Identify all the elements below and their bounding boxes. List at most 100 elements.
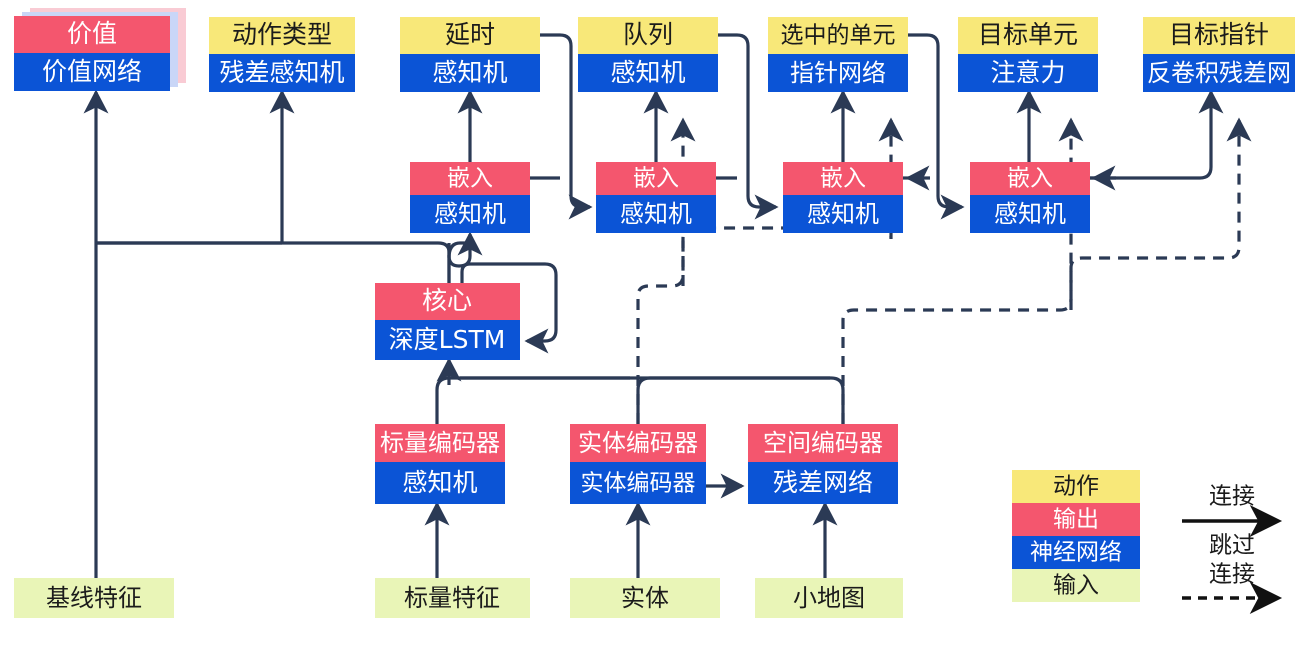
node-embed-4-bottom-band bbox=[970, 195, 1090, 233]
node-spatial-encoder-bottom-label: 残差网络 bbox=[773, 468, 873, 497]
input-scalar-features[interactable]: 标量特征 bbox=[375, 578, 530, 618]
node-embed-2-bottom-label: 感知机 bbox=[620, 200, 692, 228]
node-embed-1-bottom-label: 感知机 bbox=[434, 200, 506, 228]
node-entity-encoder-bottom-band bbox=[570, 462, 706, 504]
node-action-type-top-label: 动作类型 bbox=[232, 20, 332, 49]
edge-scalarenc-bus bbox=[435, 376, 630, 424]
node-entity-encoder-top-label: 实体编码器 bbox=[578, 429, 698, 457]
legend-label-output: 输出 bbox=[1053, 507, 1099, 533]
node-embed-3[interactable]: 嵌入 感知机 bbox=[783, 162, 903, 233]
node-selected-units[interactable]: 选中的单元 指针网络 bbox=[768, 17, 908, 92]
node-value-top-band bbox=[14, 16, 170, 53]
edge-bus-to-embed1 bbox=[447, 231, 483, 268]
node-queue-top-label: 队列 bbox=[623, 20, 673, 49]
edge-delay-to-embed2 bbox=[540, 33, 593, 220]
node-target-pointer-top-label: 目标指针 bbox=[1169, 20, 1269, 49]
node-embed-2-bottom-band bbox=[596, 195, 716, 233]
legend-edge-skip-label-2: 连接 bbox=[1209, 562, 1255, 588]
input-entities-label: 实体 bbox=[621, 584, 669, 612]
node-spatial-encoder[interactable]: 空间编码器 残差网络 bbox=[748, 424, 898, 504]
node-value-top-label: 价值 bbox=[67, 19, 117, 48]
node-target-unit-top-band bbox=[958, 17, 1098, 54]
legend-edge-skip-label-1: 跳过 bbox=[1209, 533, 1255, 559]
node-core[interactable]: 核心 深度LSTM bbox=[375, 283, 520, 360]
node-target-unit-bottom-band bbox=[958, 54, 1098, 92]
node-embed-1-top-label: 嵌入 bbox=[447, 166, 493, 192]
legend-edge-connect-label: 连接 bbox=[1209, 484, 1255, 510]
node-queue-top-band bbox=[578, 17, 718, 54]
node-value[interactable]: 价值 价值网络 bbox=[14, 8, 186, 91]
node-embed-1[interactable]: 嵌入 感知机 bbox=[410, 162, 530, 233]
node-selected-units-top-label: 选中的单元 bbox=[781, 23, 896, 49]
node-target-pointer-bottom-label: 反卷积残差网 bbox=[1147, 59, 1291, 87]
node-spatial-encoder-top-label: 空间编码器 bbox=[763, 429, 883, 457]
node-action-type[interactable]: 动作类型 残差感知机 bbox=[209, 17, 355, 92]
node-embed-4-top-label: 嵌入 bbox=[1007, 166, 1053, 192]
legend-label-action: 动作 bbox=[1053, 474, 1099, 500]
legend-swatch-input bbox=[1012, 569, 1140, 602]
node-target-unit[interactable]: 目标单元 注意力 bbox=[958, 17, 1098, 92]
node-target-pointer-bottom-band bbox=[1143, 54, 1295, 92]
node-embed-2-top-band bbox=[596, 162, 716, 195]
legend-label-network: 神经网络 bbox=[1030, 540, 1122, 566]
node-action-type-top-band bbox=[209, 17, 355, 54]
input-baseline-features[interactable]: 基线特征 bbox=[14, 578, 174, 618]
node-spatial-encoder-top-band bbox=[748, 424, 898, 462]
node-scalar-encoder-bottom-label: 感知机 bbox=[402, 468, 477, 497]
edge-core-bus-right-join bbox=[447, 241, 466, 259]
node-embed-4-top-band bbox=[970, 162, 1090, 195]
node-embed-4[interactable]: 嵌入 感知机 bbox=[970, 162, 1090, 233]
node-delay-top-label: 延时 bbox=[445, 20, 495, 49]
node-target-unit-top-label: 目标单元 bbox=[978, 20, 1078, 49]
legend: 动作 输出 神经网络 输入 连接 跳过 连接 bbox=[1012, 470, 1283, 614]
node-selected-units-bottom-label: 指针网络 bbox=[790, 59, 886, 87]
legend-swatch-output bbox=[1012, 503, 1140, 536]
input-scalar-features-label: 标量特征 bbox=[404, 584, 500, 612]
node-embed-2[interactable]: 嵌入 感知机 bbox=[596, 162, 716, 233]
node-entity-encoder-bottom-label: 实体编码器 bbox=[581, 471, 696, 497]
edge-embed4-to-targetpointer bbox=[1090, 89, 1224, 180]
node-embed-4-bottom-label: 感知机 bbox=[994, 200, 1066, 228]
node-queue[interactable]: 队列 感知机 bbox=[578, 17, 718, 92]
legend-swatch-action bbox=[1012, 470, 1140, 503]
node-embed-2-top-label: 嵌入 bbox=[633, 166, 679, 192]
node-entity-encoder[interactable]: 实体编码器 实体编码器 bbox=[570, 424, 706, 504]
node-core-bottom-band bbox=[375, 320, 520, 360]
node-selected-units-top-band bbox=[768, 17, 908, 54]
node-embed-3-top-band bbox=[783, 162, 903, 195]
node-target-pointer[interactable]: 目标指针 反卷积残差网 bbox=[1143, 17, 1295, 92]
node-embed-1-bottom-band bbox=[410, 195, 530, 233]
node-action-type-bottom-label: 残差感知机 bbox=[219, 58, 344, 87]
node-scalar-encoder-top-label: 标量编码器 bbox=[380, 429, 500, 457]
input-baseline-features-box bbox=[14, 578, 174, 618]
edge-core-to-left-bus bbox=[96, 241, 451, 283]
node-action-type-bottom-band bbox=[209, 54, 355, 92]
legend-swatch-network bbox=[1012, 536, 1140, 569]
input-entities-box bbox=[570, 578, 720, 618]
skip-spatial-to-targetpointer bbox=[1069, 117, 1252, 310]
node-scalar-encoder-top-band bbox=[375, 424, 505, 462]
node-delay[interactable]: 延时 感知机 bbox=[400, 17, 540, 92]
node-scalar-encoder-bottom-band bbox=[375, 462, 505, 504]
node-queue-bottom-label: 感知机 bbox=[610, 58, 685, 87]
legend-label-input: 输入 bbox=[1053, 573, 1099, 599]
node-target-unit-bottom-label: 注意力 bbox=[990, 58, 1065, 87]
input-entities[interactable]: 实体 bbox=[570, 578, 720, 618]
node-embed-3-bottom-label: 感知机 bbox=[807, 200, 879, 228]
node-embed-3-top-label: 嵌入 bbox=[820, 166, 866, 192]
input-baseline-features-label: 基线特征 bbox=[46, 584, 142, 612]
input-scalar-features-box bbox=[375, 578, 530, 618]
node-core-top-label: 核心 bbox=[422, 286, 472, 315]
node-scalar-encoder[interactable]: 标量编码器 感知机 bbox=[375, 424, 505, 504]
node-entity-encoder-top-band bbox=[570, 424, 706, 462]
node-delay-top-band bbox=[400, 17, 540, 54]
node-selected-units-bottom-band bbox=[768, 54, 908, 92]
input-minimap[interactable]: 小地图 bbox=[755, 578, 903, 618]
node-target-pointer-top-band bbox=[1143, 17, 1295, 54]
node-embed-3-bottom-band bbox=[783, 195, 903, 233]
input-minimap-label: 小地图 bbox=[793, 584, 865, 612]
edge-queue-to-embed3 bbox=[718, 33, 779, 220]
node-embed-1-top-band bbox=[410, 162, 530, 195]
input-minimap-box bbox=[755, 578, 903, 618]
